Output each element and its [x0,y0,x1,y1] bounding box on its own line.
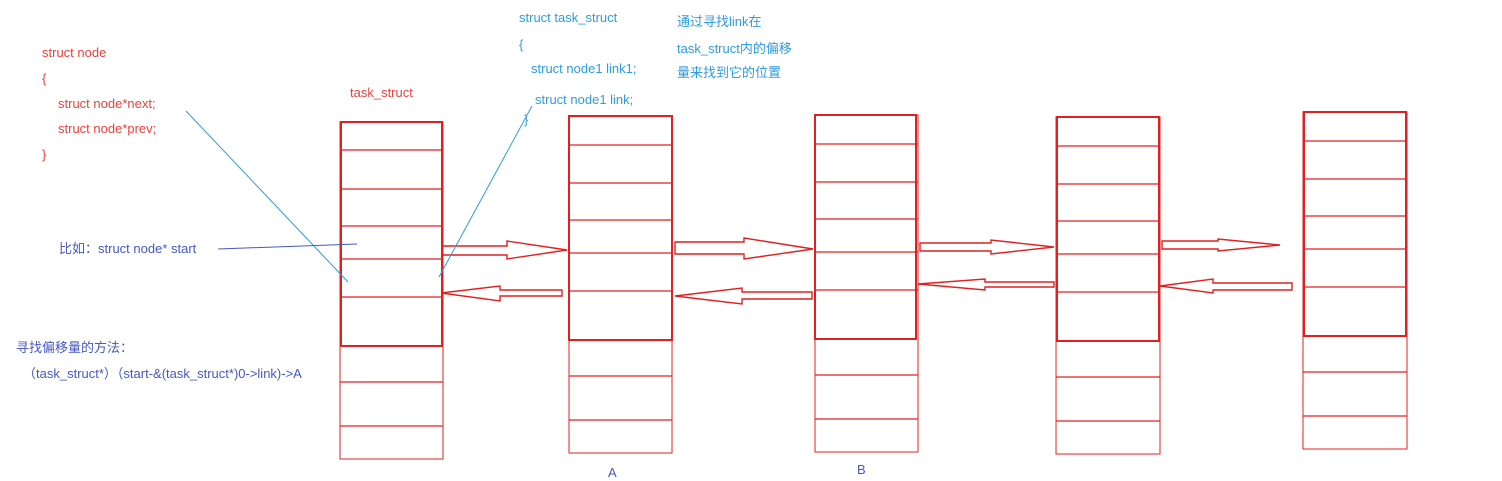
task-code-line-3: struct node1 link1; [531,61,637,76]
prev-arrow-1 [440,285,563,302]
note-line-2: task_struct内的偏移 [677,41,792,56]
node-code-line-4: struct node*prev; [58,121,157,136]
pointer-line-node [185,110,349,283]
node-code-line-1: struct node [42,45,107,60]
task-code-line-4: struct node1 link; [535,92,634,107]
box-b-label: B [857,462,866,477]
note-line-3: 量来找到它的位置 [677,65,782,80]
prev-arrow-4 [1159,278,1293,294]
task-struct-box-1 [339,121,444,460]
task-struct-box-b [814,114,919,453]
pointer-line-link [438,105,533,278]
task-struct-box-a [568,115,673,454]
next-arrow-3 [919,239,1055,255]
example-label: 比如：struct node* start [59,241,197,256]
task-struct-box-5 [1302,111,1408,450]
note-line-1: 通过寻找link在 [677,14,762,29]
task-struct-label: task_struct [350,85,413,100]
task-code-line-5: } [524,112,529,127]
method-formula: （task_struct*）（start-&(task_struct*)0->l… [23,366,302,381]
next-arrow-4 [1161,238,1281,252]
task-struct-box-4 [1055,116,1161,455]
next-arrow-1 [441,240,568,260]
prev-arrow-3 [917,278,1055,291]
node-code-line-3: struct node*next; [58,96,156,111]
node-code-line-5: } [42,147,47,162]
box-a-label: A [608,465,617,480]
example-pointer-line [217,243,358,250]
prev-arrow-2 [674,287,813,305]
task-code-line-2: { [519,37,524,52]
method-title: 寻找偏移量的方法： [16,340,134,355]
next-arrow-2 [674,237,814,260]
node-code-line-2: { [42,71,47,86]
task-code-line-1: struct task_struct [519,10,618,25]
